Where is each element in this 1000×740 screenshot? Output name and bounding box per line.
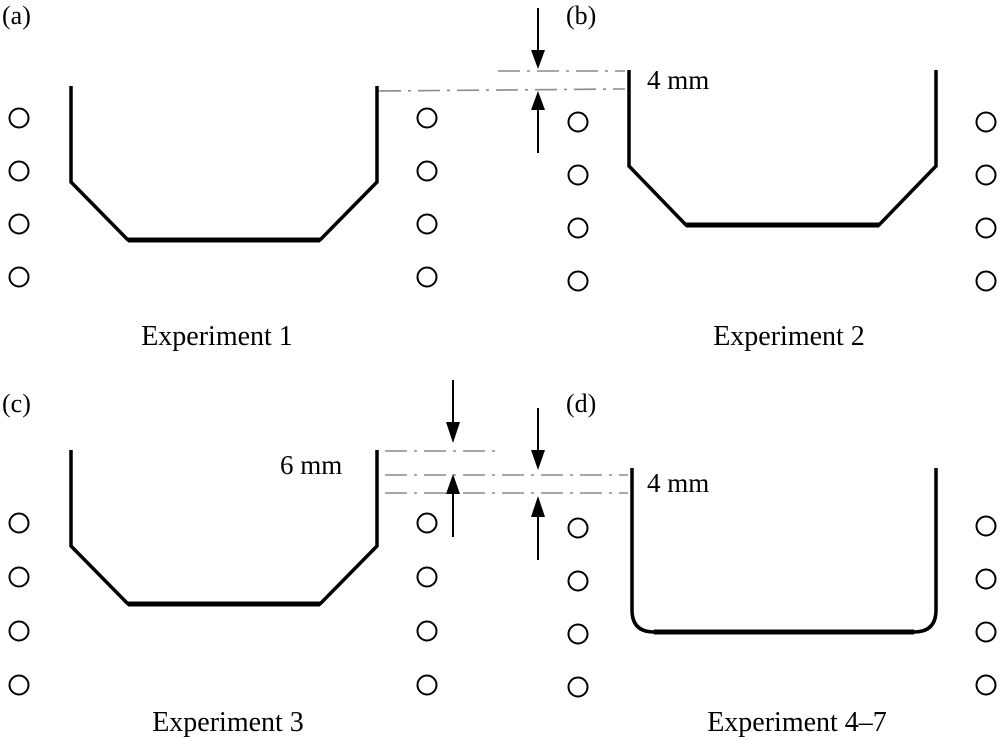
- coil-turn: [567, 623, 589, 645]
- panel-label-a: (a): [2, 1, 31, 30]
- coil-turn: [8, 566, 30, 588]
- coil-turn: [567, 570, 589, 592]
- coil-turn: [8, 160, 30, 182]
- coil-turn: [975, 515, 997, 537]
- coil-right-c: [416, 512, 438, 696]
- coil-turn: [567, 217, 589, 239]
- coil-left-a: [8, 107, 30, 288]
- panel-label-b: (b): [566, 1, 596, 30]
- panel-a: Experiment 1: [8, 86, 438, 352]
- panel-label-d: (d): [566, 389, 596, 418]
- coil-turn: [416, 107, 438, 129]
- coil-right-b: [975, 111, 997, 292]
- coil-turn: [975, 217, 997, 239]
- dimension-label-6mm: 6 mm: [280, 450, 342, 480]
- arrow-down-6mm-head: [446, 422, 460, 443]
- coil-turn: [975, 621, 997, 643]
- panel-c: Experiment 3: [8, 450, 438, 738]
- coil-left-b: [567, 111, 589, 292]
- arrow-up-4mm-head: [531, 496, 545, 517]
- coil-turn: [975, 674, 997, 696]
- coil-turn: [416, 512, 438, 534]
- caption-experiment-2: Experiment 2: [713, 321, 865, 352]
- guide-line-lower: [378, 88, 626, 92]
- vessel-a: [69, 86, 379, 242]
- coil-turn: [8, 620, 30, 642]
- dimension-label-4mm: 4 mm: [647, 468, 709, 498]
- coil-turn: [416, 566, 438, 588]
- coil-turn: [8, 512, 30, 534]
- coil-turn: [416, 620, 438, 642]
- panel-d: Experiment 4–7: [567, 468, 997, 738]
- coil-right-a: [416, 107, 438, 288]
- coil-turn: [8, 674, 30, 696]
- coil-turn: [975, 568, 997, 590]
- coil-turn: [8, 213, 30, 235]
- coil-turn: [975, 111, 997, 133]
- dimension-top: 4 mm: [378, 8, 709, 153]
- caption-experiment-1: Experiment 1: [141, 321, 293, 352]
- coil-turn: [8, 266, 30, 288]
- coil-left-d: [567, 517, 589, 698]
- dimension-bottom: 6 mm 4 mm: [280, 380, 709, 560]
- coil-turn: [416, 160, 438, 182]
- arrow-up-6mm-head: [446, 474, 460, 494]
- coil-turn: [416, 674, 438, 696]
- dimension-label-top: 4 mm: [647, 65, 709, 95]
- coil-right-d: [975, 515, 997, 696]
- coil-turn: [975, 270, 997, 292]
- panel-label-c: (c): [2, 389, 31, 418]
- panel-b: Experiment 2: [567, 70, 997, 352]
- caption-experiment-3: Experiment 3: [152, 707, 304, 738]
- coil-turn: [567, 111, 589, 133]
- arrow-down-4mm-head: [531, 450, 545, 470]
- coil-turn: [567, 164, 589, 186]
- coil-turn: [567, 270, 589, 292]
- coil-turn: [567, 517, 589, 539]
- coil-turn: [416, 266, 438, 288]
- coil-turn: [416, 213, 438, 235]
- arrow-up-head: [531, 91, 545, 110]
- arrow-down-head: [531, 50, 545, 69]
- caption-experiment-4-7: Experiment 4–7: [707, 707, 887, 738]
- coil-turn: [975, 164, 997, 186]
- coil-turn: [567, 676, 589, 698]
- coil-left-c: [8, 512, 30, 696]
- coil-turn: [8, 107, 30, 129]
